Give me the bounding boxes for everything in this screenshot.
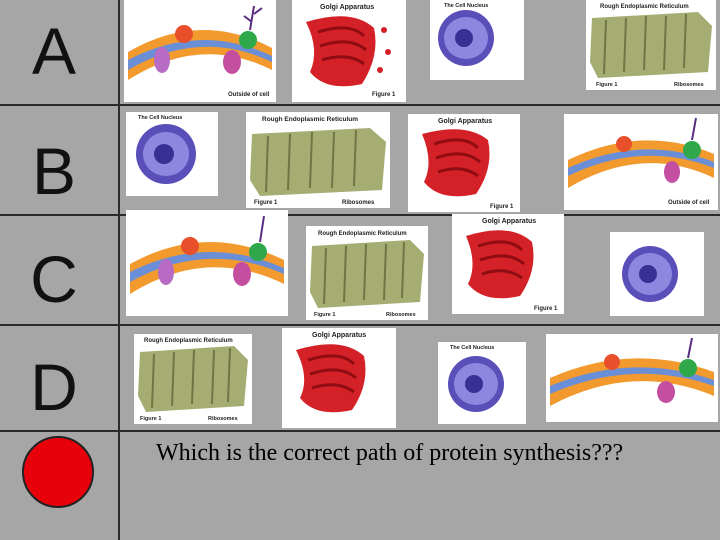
row-divider bbox=[0, 214, 720, 216]
rer-title: Rough Endoplasmic Reticulum bbox=[318, 231, 407, 237]
cell-membrane-image bbox=[126, 210, 288, 316]
row-divider bbox=[0, 430, 720, 432]
row-divider bbox=[0, 104, 720, 106]
rer-title: Rough Endoplasmic Reticulum bbox=[144, 338, 233, 344]
cell-membrane-image: Outside of cell bbox=[124, 0, 276, 102]
golgi-apparatus-image: Golgi Apparatus Figure 1 bbox=[408, 114, 520, 212]
golgi-figure-label: Figure 1 bbox=[534, 306, 558, 312]
nucleus-image: The Cell Nucleus bbox=[126, 112, 218, 196]
rer-title: Rough Endoplasmic Reticulum bbox=[262, 116, 358, 123]
rough-er-image: Rough Endoplasmic Reticulum Figure 1 Rib… bbox=[134, 334, 252, 424]
golgi-apparatus-image: Golgi Apparatus Figure 1 bbox=[292, 0, 406, 102]
cell-membrane-image bbox=[546, 334, 718, 422]
rer-ribosome-label: Ribosomes bbox=[386, 312, 416, 318]
nucleus-title: The Cell Nucleus bbox=[138, 115, 182, 121]
rer-figure-label: Figure 1 bbox=[140, 416, 161, 422]
rough-er-image: Rough Endoplasmic Reticulum Figure 1 Rib… bbox=[586, 0, 716, 90]
membrane-label: Outside of cell bbox=[668, 200, 710, 206]
rer-figure-label: Figure 1 bbox=[314, 312, 335, 318]
golgi-figure-label: Figure 1 bbox=[372, 92, 396, 98]
golgi-title: Golgi Apparatus bbox=[438, 118, 492, 125]
nucleus-image: The Cell Nucleus bbox=[430, 0, 524, 80]
option-letter-d: D bbox=[30, 350, 78, 424]
red-circle-marker bbox=[22, 436, 94, 508]
column-divider bbox=[118, 0, 120, 540]
nucleus-title: The Cell Nucleus bbox=[450, 345, 494, 351]
rer-figure-label: Figure 1 bbox=[596, 82, 617, 88]
cell-membrane-image: Outside of cell bbox=[564, 114, 718, 210]
rer-ribosome-label: Ribosomes bbox=[674, 82, 704, 88]
golgi-title: Golgi Apparatus bbox=[482, 218, 536, 225]
nucleus-title: The Cell Nucleus bbox=[444, 3, 488, 9]
option-letter-c: C bbox=[30, 242, 78, 316]
membrane-label: Outside of cell bbox=[228, 92, 270, 98]
option-letter-b: B bbox=[31, 134, 77, 208]
golgi-apparatus-image: Golgi Apparatus Figure 1 bbox=[452, 214, 564, 314]
rer-title: Rough Endoplasmic Reticulum bbox=[600, 4, 689, 10]
golgi-figure-label: Figure 1 bbox=[490, 204, 514, 210]
rer-figure-label: Figure 1 bbox=[254, 200, 278, 206]
rer-ribosome-label: Ribosomes bbox=[208, 416, 238, 422]
rough-er-image: Rough Endoplasmic Reticulum Figure 1 Rib… bbox=[306, 226, 428, 320]
nucleus-image: The Cell Nucleus bbox=[438, 342, 526, 424]
rough-er-image: Rough Endoplasmic Reticulum Figure 1 Rib… bbox=[246, 112, 390, 208]
golgi-title: Golgi Apparatus bbox=[312, 332, 366, 339]
option-letter-a: A bbox=[31, 14, 77, 88]
golgi-title: Golgi Apparatus bbox=[320, 4, 374, 11]
question-text: Which is the correct path of protein syn… bbox=[156, 440, 624, 466]
rer-ribosome-label: Ribosomes bbox=[342, 200, 375, 206]
row-divider bbox=[0, 324, 720, 326]
golgi-apparatus-image: Golgi Apparatus bbox=[282, 328, 396, 428]
nucleus-image bbox=[610, 232, 704, 316]
